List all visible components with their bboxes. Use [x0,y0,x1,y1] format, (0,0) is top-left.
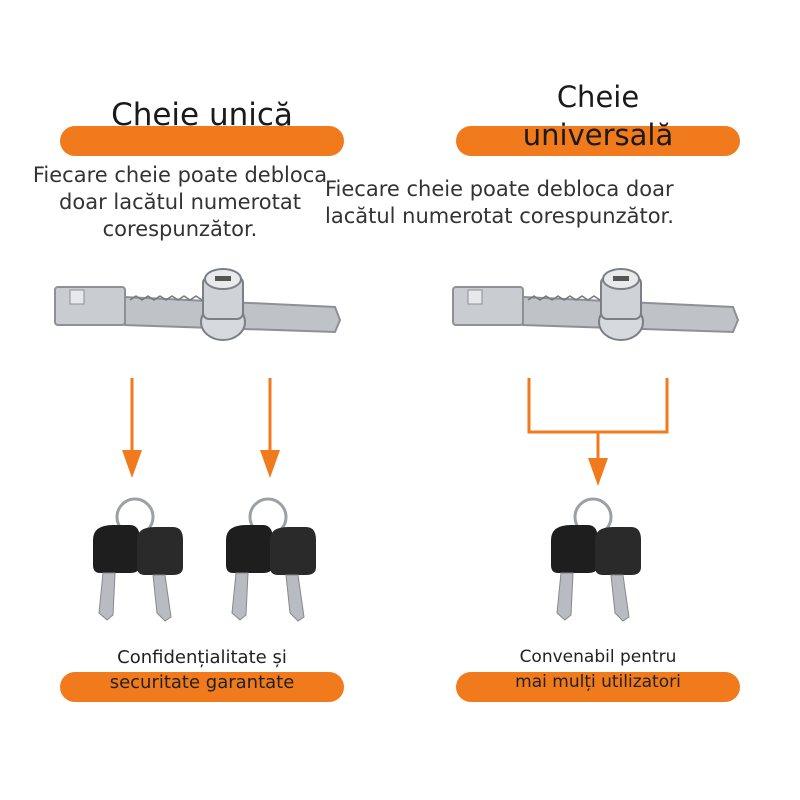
left-title-bar [60,126,344,156]
arrow-down-icon [122,378,142,478]
right-footer-bar [456,672,740,702]
right-title-line2: universală [522,118,674,152]
universal-key-panel: Cheie universală Fiecare cheie poate deb… [325,0,800,800]
key-pair-icon [551,497,641,622]
left-footer-bar [60,672,344,702]
right-description: Fiecare cheie poate debloca doar lacătul… [325,177,674,228]
arrow-down-icon [260,378,280,478]
left-title: Cheie unică [111,97,293,133]
left-footer-line1: Confidențialitate și [117,647,287,668]
key-pair-icon [226,497,316,622]
right-title-line1: Cheie [556,80,640,114]
left-footer-line2: securitate garantate [109,672,295,693]
right-footer-line2: mai mulți utilizatori [515,672,681,692]
lock-icon [54,268,342,341]
lock-icon [452,268,740,341]
right-title-bar [456,126,740,156]
single-key-panel: Cheie unică Fiecare cheie poate debloca … [32,97,344,702]
arrow-down-icon [527,378,669,486]
key-pair-icon [93,497,183,622]
right-footer-line1: Convenabil pentru [519,647,677,667]
left-description: Fiecare cheie poate debloca doar lacătul… [32,163,328,241]
